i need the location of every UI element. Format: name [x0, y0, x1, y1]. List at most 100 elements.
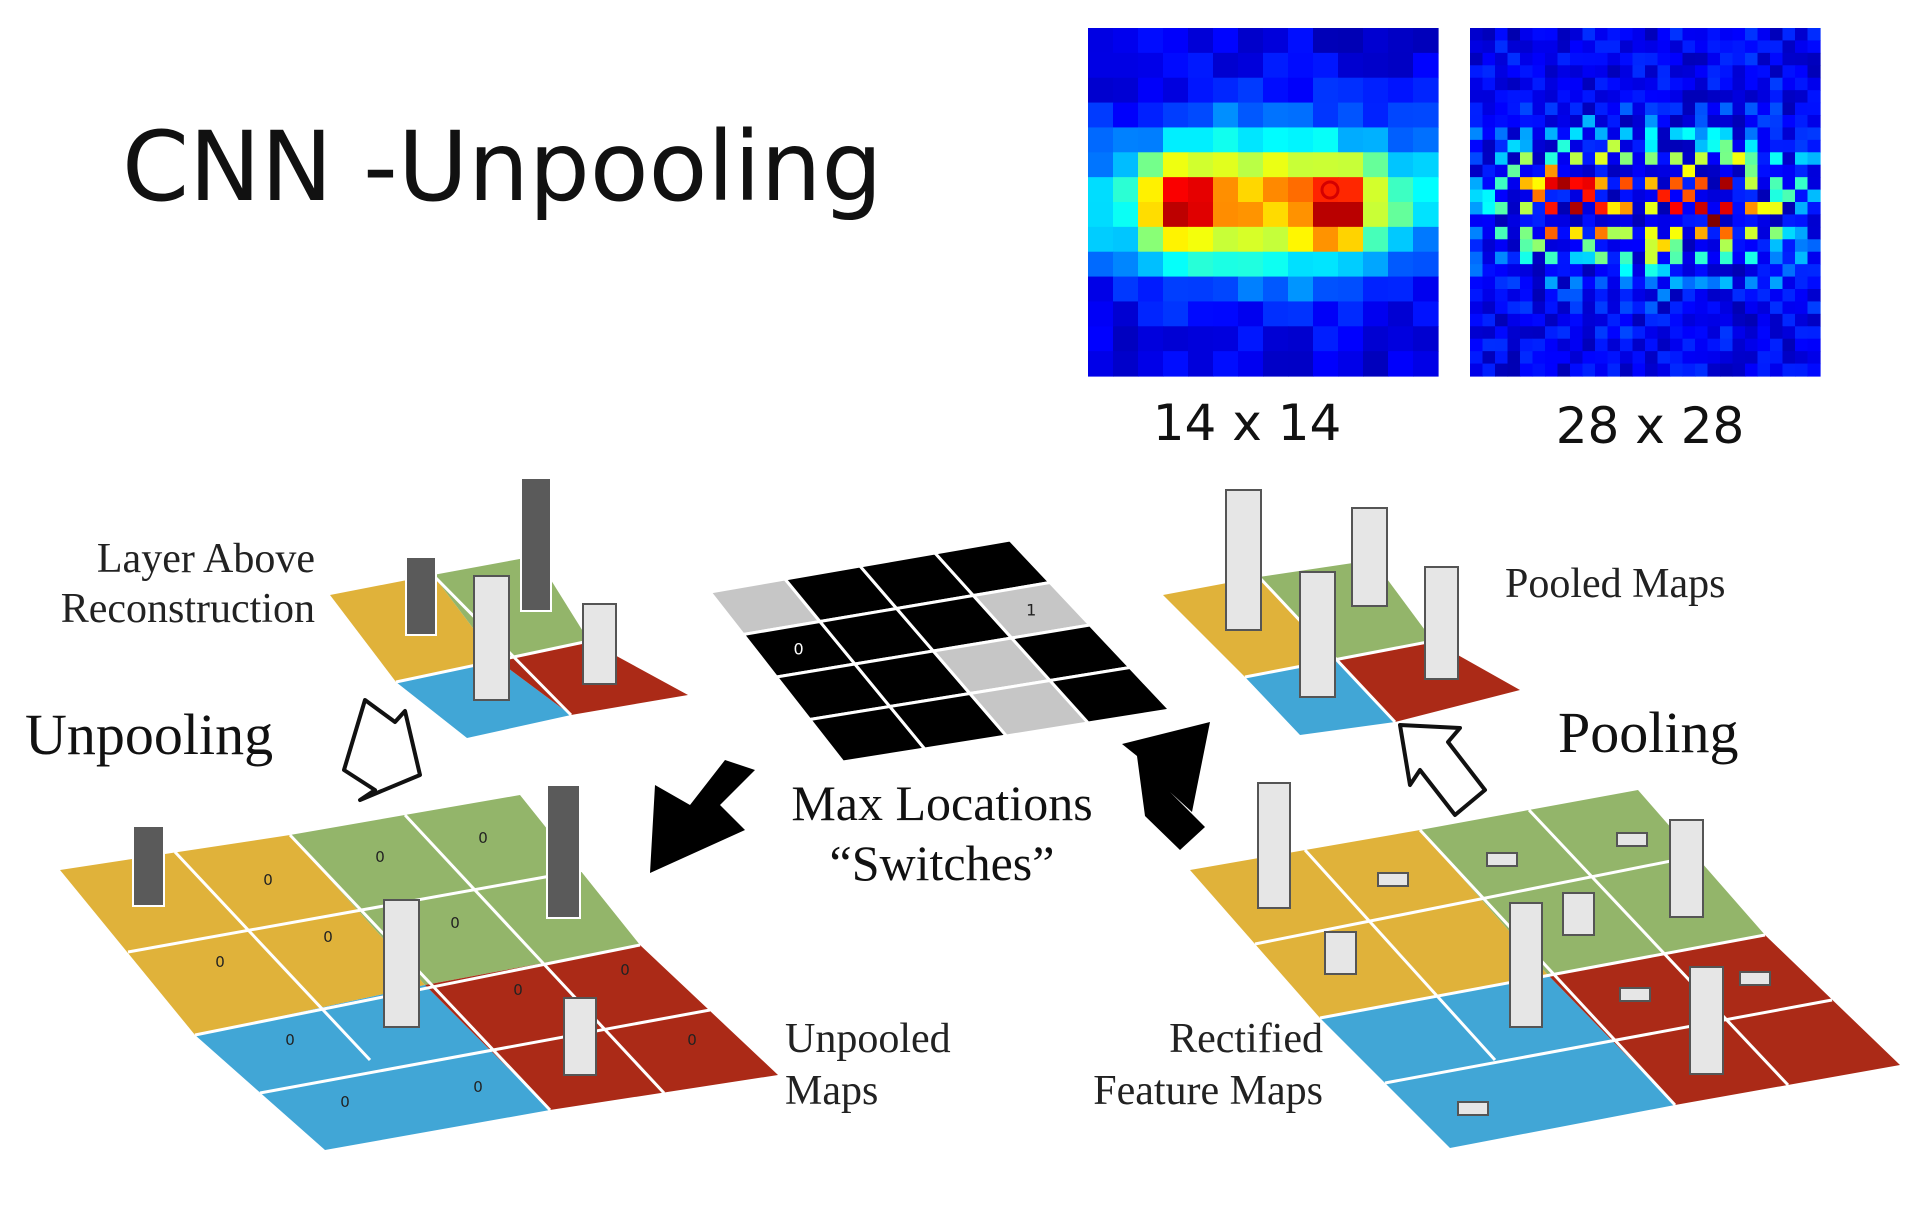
heatmap-cell	[1088, 52, 1114, 79]
heatmap-cell	[1770, 77, 1784, 91]
heatmap-cell	[1632, 90, 1646, 104]
heatmap-cell	[1163, 102, 1189, 129]
heatmap-cell	[1138, 251, 1164, 278]
heatmap-cell	[1570, 264, 1584, 278]
heatmap-cell	[1732, 226, 1746, 240]
heatmap-cell	[1520, 338, 1534, 352]
unpooled-zero-10: 0	[513, 981, 523, 999]
heatmap-cell	[1745, 313, 1759, 327]
heatmap-cell	[1670, 115, 1684, 129]
heatmap-cell	[1545, 202, 1559, 216]
heatmap-cell	[1732, 351, 1746, 365]
heatmap-cell	[1263, 102, 1289, 129]
heatmap-cell	[1807, 351, 1821, 365]
arrow-up-left-icon	[1122, 722, 1210, 850]
heatmap-cell	[1632, 276, 1646, 290]
heatmap-cell	[1695, 301, 1709, 315]
heatmap-cell	[1595, 301, 1609, 315]
heatmap-cell	[1720, 177, 1734, 191]
heatmap-cell	[1532, 152, 1546, 166]
heatmap-cell	[1657, 139, 1671, 153]
heatmap-cell	[1482, 239, 1496, 253]
heatmap-cell	[1657, 301, 1671, 315]
heatmap-cell	[1657, 177, 1671, 191]
heatmap-cell	[1620, 214, 1634, 228]
heatmap-cell	[1732, 152, 1746, 166]
heatmap-cell	[1338, 226, 1364, 253]
heatmap-cell	[1757, 351, 1771, 365]
heatmap-cell	[1557, 152, 1571, 166]
heatmap-cell	[1757, 65, 1771, 79]
heatmap-cell	[1607, 177, 1621, 191]
heatmap-cell	[1088, 301, 1114, 327]
heatmap-cell	[1557, 289, 1571, 303]
heatmap-cell	[1807, 226, 1821, 240]
heatmap-cell	[1795, 115, 1809, 129]
heatmap-cell	[1338, 326, 1364, 352]
heatmap-cell	[1338, 276, 1364, 303]
heatmap-cell	[1732, 139, 1746, 153]
heatmap-cell	[1470, 276, 1484, 290]
heatmap-cell	[1507, 251, 1521, 265]
heatmap-cell	[1557, 251, 1571, 265]
heatmap-cell	[1507, 363, 1521, 377]
unpooled-zero-9: 0	[473, 1078, 483, 1096]
heatmap-cell	[1520, 313, 1534, 327]
heatmap-cell	[1782, 90, 1796, 104]
heatmap-cell	[1570, 52, 1584, 66]
heatmap-cell	[1470, 127, 1484, 141]
heatmap-cell	[1670, 152, 1684, 166]
heatmap-cell	[1632, 28, 1646, 42]
heatmap-cell	[1782, 326, 1796, 340]
heatmap-cell	[1288, 127, 1314, 153]
heatmap-cell	[1782, 65, 1796, 79]
heatmap-cell	[1413, 276, 1439, 303]
heatmap-cell	[1470, 52, 1484, 66]
heatmap-cell	[1670, 202, 1684, 216]
rectified-bar-10	[1689, 966, 1724, 1075]
heatmap-cell	[1682, 164, 1696, 178]
heatmap-cell	[1582, 264, 1596, 278]
heatmap-cell	[1607, 276, 1621, 290]
heatmap-cell	[1557, 202, 1571, 216]
heatmap-cell	[1313, 301, 1339, 327]
heatmap-cell	[1620, 264, 1634, 278]
heatmap-cell	[1632, 152, 1646, 166]
heatmap-cell	[1545, 28, 1559, 42]
heatmap-cell	[1595, 276, 1609, 290]
unpooled-bar-dark-1	[132, 825, 165, 907]
heatmap-cell	[1570, 338, 1584, 352]
heatmap-cell	[1520, 214, 1534, 228]
heatmap-cell	[1795, 351, 1809, 365]
heatmap-cell	[1495, 177, 1509, 191]
heatmap-cell	[1238, 226, 1264, 253]
heatmap-cell	[1388, 202, 1414, 228]
heatmap-cell	[1682, 301, 1696, 315]
heatmap-cell	[1670, 338, 1684, 352]
heatmap-cell	[1645, 90, 1659, 104]
heatmap-cell	[1682, 65, 1696, 79]
unpooled-zero-5: 0	[478, 829, 488, 847]
heatmap-cell	[1720, 264, 1734, 278]
heatmap-cell	[1470, 351, 1484, 365]
heatmap-cell	[1570, 289, 1584, 303]
heatmap-cell	[1570, 127, 1584, 141]
heatmap-cell	[1582, 77, 1596, 91]
heatmap-cell	[1263, 251, 1289, 278]
heatmap-cell	[1163, 127, 1189, 153]
heatmap-cell	[1807, 40, 1821, 54]
heatmap-cell	[1620, 276, 1634, 290]
heatmap-cell	[1770, 313, 1784, 327]
heatmap-cell	[1620, 115, 1634, 129]
heatmap-cell	[1570, 65, 1584, 79]
heatmap-cell	[1732, 115, 1746, 129]
heatmap-cell	[1238, 52, 1264, 79]
heatmap-cell	[1582, 351, 1596, 365]
layer-above-bar-dark-1	[405, 556, 437, 636]
heatmap-cell	[1720, 276, 1734, 290]
heatmap-cell	[1670, 127, 1684, 141]
heatmap-cell	[1507, 202, 1521, 216]
heatmap-cell	[1482, 177, 1496, 191]
heatmap-cell	[1757, 289, 1771, 303]
heatmap-cell	[1720, 239, 1734, 253]
